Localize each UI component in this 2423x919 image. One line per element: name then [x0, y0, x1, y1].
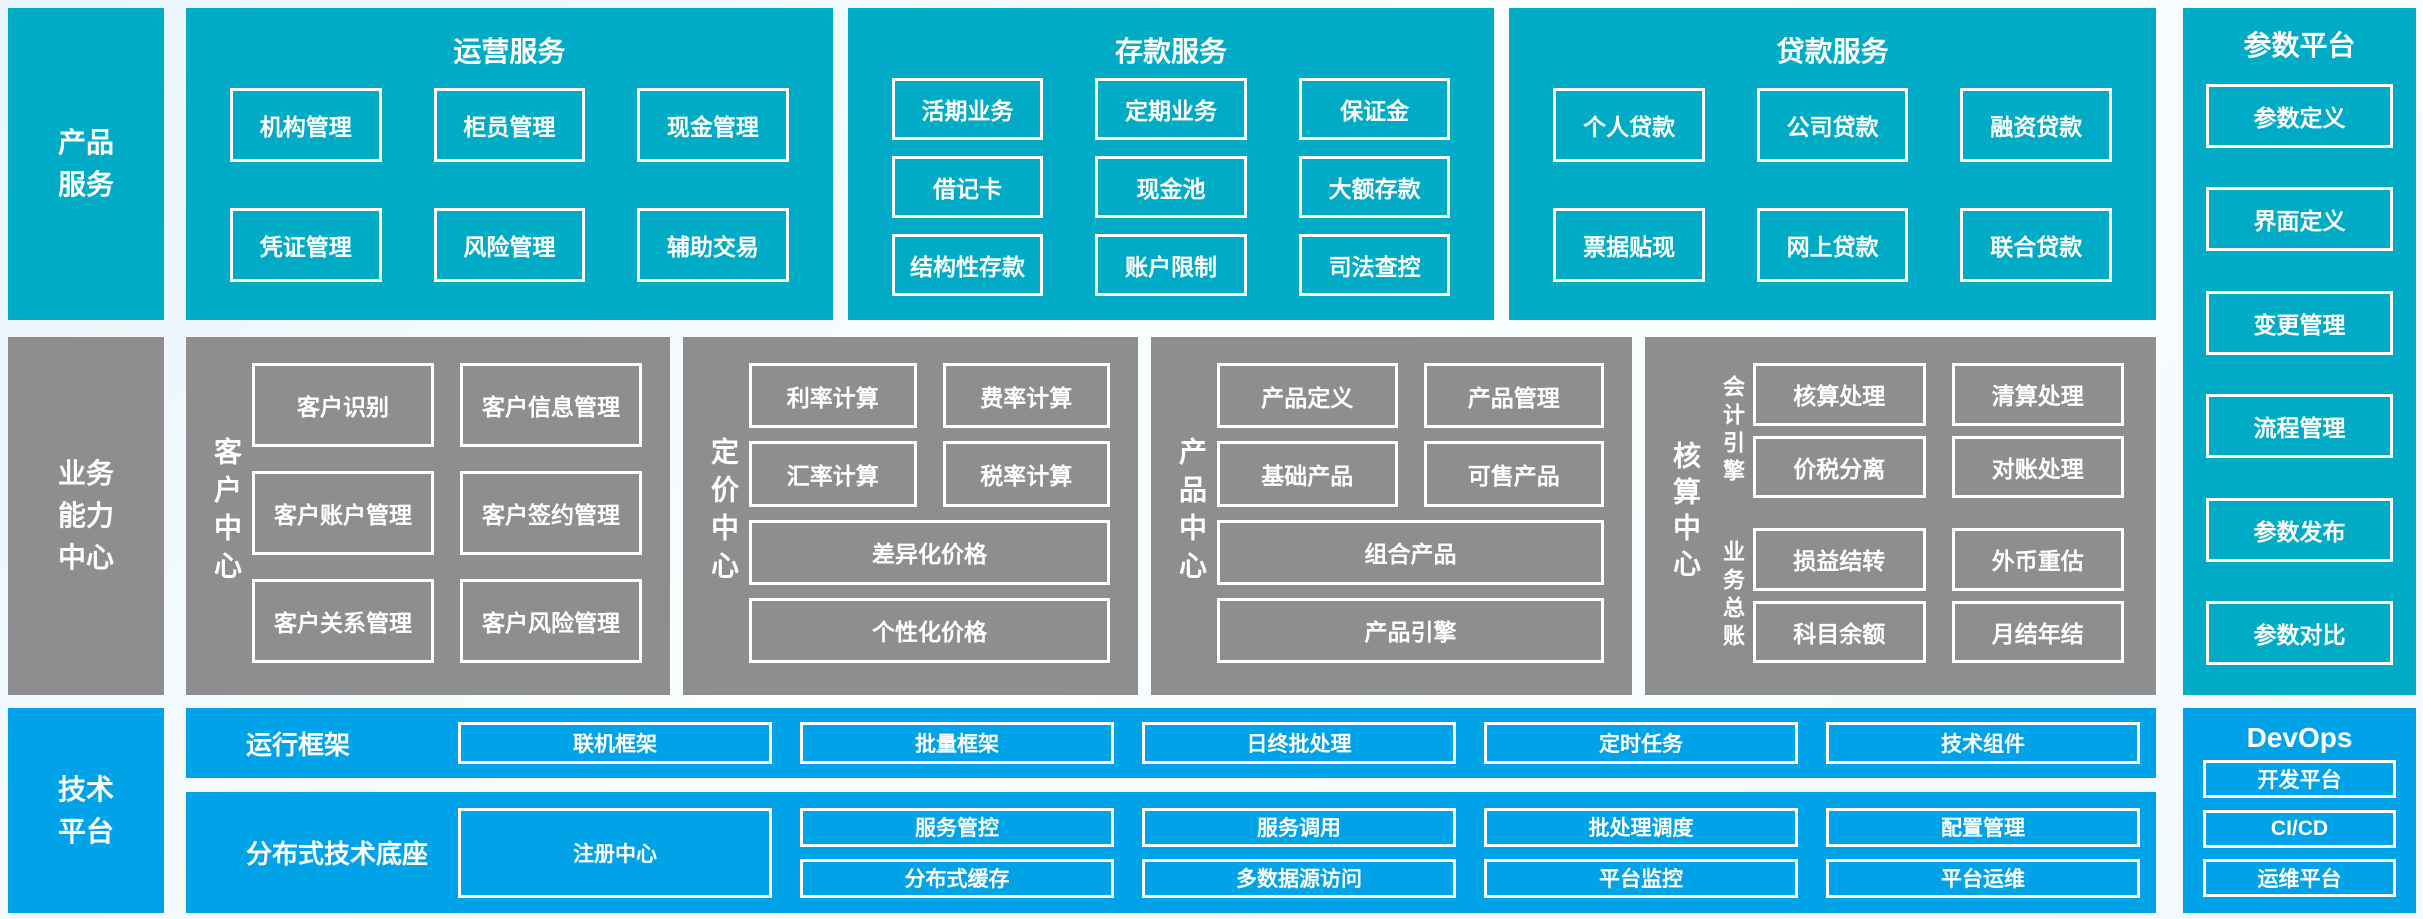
deposit-service-box: 现金池: [1095, 156, 1247, 218]
product-center-box: 基础产品: [1217, 441, 1398, 507]
rail-technology-platform: 技术 平台: [8, 708, 164, 913]
deposit-service-box: 借记卡: [891, 156, 1044, 218]
parameter-platform-box: 界面定义: [2206, 187, 2393, 252]
pricing-center-box: 汇率计算: [749, 441, 917, 507]
operations-service-box: 凭证管理: [230, 208, 382, 282]
panel-pricing-center: 定价中心 利率计算 费率计算 汇率计算 税率计算 差异化价格 个性化价格: [683, 337, 1138, 695]
deposit-service-box: 大额存款: [1298, 156, 1451, 218]
pricing-center-box: 利率计算: [749, 363, 917, 429]
devops-box: 运维平台: [2203, 859, 2396, 897]
band-title: 分布式技术底座: [246, 839, 429, 869]
panel-title-vertical: 产品中心: [1176, 437, 1207, 589]
parameter-platform-box: 参数对比: [2206, 600, 2393, 665]
panel-title-vertical: 核算中心: [1670, 441, 1701, 585]
distributed-base-box: 平台运维: [1826, 858, 2140, 898]
operations-service-box: 柜员管理: [433, 88, 586, 162]
deposit-service-box: 账户限制: [1095, 234, 1247, 296]
pricing-center-box-wide: 个性化价格: [749, 597, 1110, 663]
deposit-service-box: 司法查控: [1298, 234, 1451, 296]
customer-center-box: 客户签约管理: [460, 471, 642, 555]
loan-service-box: 网上贷款: [1756, 208, 1909, 282]
accounting-engine-box: 清算处理: [1951, 363, 2124, 426]
deposit-service-box: 结构性存款: [891, 234, 1044, 296]
loan-service-box: 联合贷款: [1960, 208, 2113, 282]
operations-service-box: 风险管理: [433, 208, 586, 282]
rail-product-services: 产品 服务: [8, 8, 164, 320]
loan-service-box: 个人贷款: [1553, 88, 1705, 162]
panel-distributed-tech-base: 分布式技术底座 注册中心 服务管控 服务调用 批处理调度 配置管理 分布式缓存 …: [186, 792, 2156, 913]
distributed-base-box: 批处理调度: [1484, 807, 1798, 847]
deposit-service-box: 活期业务: [891, 78, 1044, 140]
parameter-platform-box: 变更管理: [2206, 290, 2393, 355]
panel-title: 存款服务: [1115, 36, 1228, 67]
runtime-framework-box: 定时任务: [1484, 722, 1798, 764]
loan-service-box: 公司贷款: [1756, 88, 1909, 162]
panel-deposit-services: 存款服务 活期业务 定期业务 保证金 借记卡 现金池 大额存款 结构性存款 账户…: [847, 8, 1495, 320]
distributed-base-box: 多数据源访问: [1142, 858, 1456, 898]
parameter-platform-box: 参数发布: [2206, 497, 2393, 562]
panel-loan-services: 贷款服务 个人贷款 公司贷款 融资贷款 票据贴现 网上贷款 联合贷款: [1509, 8, 2157, 320]
distributed-base-box: 平台监控: [1484, 858, 1798, 898]
runtime-framework-box: 批量框架: [800, 722, 1114, 764]
group-label-vertical: 业务总账: [1720, 539, 1745, 652]
business-ledger-box: 科目余额: [1753, 600, 1926, 663]
panel-title: 贷款服务: [1776, 36, 1889, 67]
customer-center-box: 客户关系管理: [252, 579, 434, 663]
runtime-framework-box: 技术组件: [1826, 722, 2140, 764]
registry-center-box: 注册中心: [458, 807, 772, 898]
deposit-service-box: 定期业务: [1095, 78, 1247, 140]
operations-service-box: 辅助交易: [637, 208, 789, 282]
panel-title: 运营服务: [453, 36, 566, 67]
distributed-base-box: 分布式缓存: [800, 858, 1114, 898]
panel-title-vertical: 客户中心: [211, 437, 242, 589]
business-ledger-box: 外币重估: [1951, 528, 2124, 591]
product-center-box: 产品管理: [1423, 363, 1604, 429]
panel-product-center: 产品中心 产品定义 产品管理 基础产品 可售产品 组合产品 产品引擎: [1151, 337, 1632, 695]
accounting-engine-group: 会计引擎 核算处理 清算处理 价税分离 对账处理: [1711, 363, 2124, 498]
panel-parameter-platform: 参数平台 参数定义 界面定义 变更管理 流程管理 参数发布 参数对比: [2183, 8, 2416, 695]
loan-service-box: 票据贴现: [1553, 208, 1705, 282]
customer-center-box: 客户账户管理: [252, 471, 434, 555]
business-ledger-group: 业务总账 损益结转 外币重估 科目余额 月结年结: [1711, 528, 2124, 663]
panel-devops: DevOps 开发平台 CI/CD 运维平台: [2183, 708, 2416, 913]
product-center-box: 可售产品: [1423, 441, 1604, 507]
distributed-base-box: 服务管控: [800, 807, 1114, 847]
business-ledger-box: 月结年结: [1951, 600, 2124, 663]
pricing-center-box: 税率计算: [942, 441, 1110, 507]
pricing-center-box: 费率计算: [942, 363, 1110, 429]
panel-title: 参数平台: [2243, 30, 2356, 61]
accounting-engine-box: 价税分离: [1753, 435, 1926, 498]
accounting-engine-box: 核算处理: [1753, 363, 1926, 426]
deposit-service-box: 保证金: [1298, 78, 1451, 140]
customer-center-box: 客户风险管理: [460, 579, 642, 663]
operations-service-box: 机构管理: [230, 88, 382, 162]
devops-box: CI/CD: [2203, 809, 2396, 848]
operations-service-box: 现金管理: [637, 88, 789, 162]
band-title: 运行框架: [246, 729, 351, 760]
group-label-vertical: 会计引擎: [1720, 374, 1745, 487]
pricing-center-box-wide: 差异化价格: [749, 519, 1110, 585]
product-center-box: 产品定义: [1217, 363, 1398, 429]
panel-title-vertical: 定价中心: [708, 437, 739, 589]
loan-service-box: 融资贷款: [1960, 88, 2113, 162]
product-center-box-wide: 产品引擎: [1217, 597, 1604, 663]
distributed-base-box: 服务调用: [1142, 807, 1456, 847]
distributed-base-box: 配置管理: [1826, 807, 2140, 847]
panel-title: DevOps: [2246, 722, 2353, 753]
parameter-platform-box: 参数定义: [2206, 84, 2393, 148]
rail-business-capability-center: 业务 能力 中心: [8, 337, 164, 695]
parameter-platform-box: 流程管理: [2206, 394, 2393, 459]
panel-operations-services: 运营服务 机构管理 柜员管理 现金管理 凭证管理 风险管理 辅助交易: [186, 8, 833, 320]
panel-customer-center: 客户中心 客户识别 客户信息管理 客户账户管理 客户签约管理 客户关系管理 客户…: [186, 337, 670, 695]
business-ledger-box: 损益结转: [1753, 528, 1926, 591]
devops-box: 开发平台: [2203, 760, 2396, 798]
runtime-framework-box: 联机框架: [458, 722, 772, 764]
customer-center-box: 客户信息管理: [460, 363, 642, 447]
product-center-box-wide: 组合产品: [1217, 519, 1604, 585]
customer-center-box: 客户识别: [252, 363, 434, 447]
accounting-engine-box: 对账处理: [1951, 435, 2124, 498]
panel-accounting-center: 核算中心 会计引擎 核算处理 清算处理 价税分离 对账处理 业务总账 损益结转 …: [1645, 337, 2156, 695]
panel-runtime-framework: 运行框架 联机框架 批量框架 日终批处理 定时任务 技术组件: [186, 708, 2156, 778]
runtime-framework-box: 日终批处理: [1142, 722, 1456, 764]
